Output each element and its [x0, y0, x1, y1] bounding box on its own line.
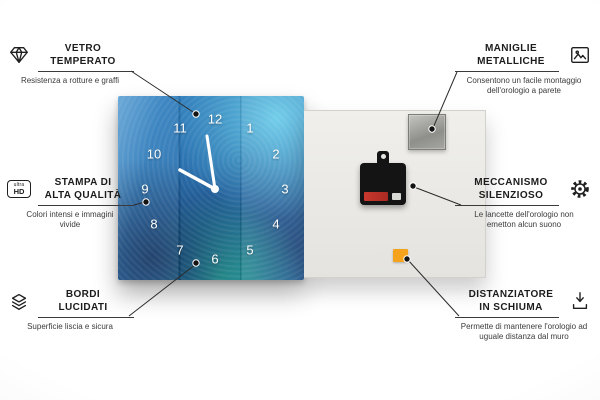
callout-description: Permette di mantenere l'orologio ad ugua…: [460, 322, 588, 341]
callout-maniglie-metalliche: MANIGLIE METALLICHE Consentono un facile…: [455, 42, 593, 96]
callout-title: STAMPA DI ALTA QUALITÀ: [32, 176, 134, 202]
callout-description: Colori intensi e immagini vivide: [26, 210, 114, 229]
title-line: DISTANZIATORE: [468, 289, 554, 300]
minute-hand: [205, 134, 217, 191]
hanger-hook: [377, 151, 389, 165]
callout-description: Le lancette dell'orologio non emetton al…: [474, 210, 574, 229]
title-line: VETRO: [64, 43, 102, 54]
clock-center-cap: [211, 185, 219, 193]
clock-number: 4: [272, 216, 280, 232]
callout-title: MANIGLIE METALLICHE: [455, 42, 567, 68]
picture-frame-icon: [567, 42, 593, 68]
ultra-hd-icon: ultra HD: [6, 176, 32, 202]
title-line: SILENZIOSO: [478, 190, 544, 201]
clock-number: 7: [176, 242, 184, 258]
gear-icon: [567, 176, 593, 202]
callout-description: Superficie liscia e sicura: [27, 322, 113, 331]
title-underline: [455, 317, 559, 318]
title-line: TEMPERATO: [50, 56, 116, 67]
clock-number: 10: [146, 146, 162, 162]
clock-number: 6: [211, 251, 219, 267]
clock-number: 2: [272, 146, 280, 162]
title-underline: [38, 71, 134, 72]
clock-mechanism: [360, 151, 406, 205]
clock-number: 1: [246, 120, 254, 136]
clock-number: 11: [173, 120, 187, 136]
callout-description: Consentono un facile montaggio dell'orol…: [466, 76, 582, 95]
callout-title: VETRO TEMPERATO: [32, 42, 134, 68]
title-line: IN SCHIUMA: [479, 302, 543, 313]
callout-vetro-temperato: VETRO TEMPERATO Resistenza a rotture e g…: [6, 42, 134, 86]
callout-description: Resistenza a rotture e graffi: [20, 76, 120, 85]
callout-title: BORDI LUCIDATI: [32, 288, 134, 314]
title-line: STAMPA DI: [54, 177, 112, 188]
title-line: LUCIDATI: [58, 302, 108, 313]
title-underline: [455, 71, 559, 72]
layers-icon: [6, 288, 32, 314]
foam-spacer: [393, 249, 408, 262]
title-line: METALLICHE: [477, 56, 545, 67]
callout-title: DISTANZIATORE IN SCHIUMA: [455, 288, 567, 314]
metal-handle-plate: [408, 114, 446, 150]
spacer-arrow-icon: [567, 288, 593, 314]
callout-stampa-alta-qualita: ultra HD STAMPA DI ALTA QUALITÀ Colori i…: [6, 176, 134, 230]
title-underline: [38, 317, 134, 318]
title-line: MANIGLIE: [484, 43, 538, 54]
clock-number: 9: [141, 181, 149, 197]
title-underline: [455, 205, 559, 206]
callout-title: MECCANISMO SILENZIOSO: [455, 176, 567, 202]
battery: [364, 192, 388, 201]
hour-hand: [178, 168, 217, 191]
clock-hands: [178, 134, 219, 193]
callout-bordi-lucidati: BORDI LUCIDATI Superficie liscia e sicur…: [6, 288, 134, 332]
clock-number: 8: [150, 216, 158, 232]
clock-number: 3: [281, 181, 289, 197]
title-line: MECCANISMO: [474, 177, 548, 188]
clock-front-panel: 12 1 2 3 4 5 6 7 8 9 10 11: [118, 96, 304, 280]
callout-distanziatore-schiuma: DISTANZIATORE IN SCHIUMA Permette di man…: [455, 288, 593, 342]
title-underline: [38, 205, 134, 206]
title-line: ALTA QUALITÀ: [44, 190, 122, 201]
uhd-label-top: ultra: [13, 181, 25, 188]
clock-number: 5: [246, 242, 254, 258]
diamond-icon: [6, 42, 32, 68]
title-line: BORDI: [65, 289, 101, 300]
callout-meccanismo-silenzioso: MECCANISMO SILENZIOSO Le lancette dell'o…: [455, 176, 593, 230]
mechanism-sticker: [392, 193, 401, 200]
clock-number: 12: [207, 111, 223, 127]
uhd-label-bottom: HD: [13, 186, 25, 196]
